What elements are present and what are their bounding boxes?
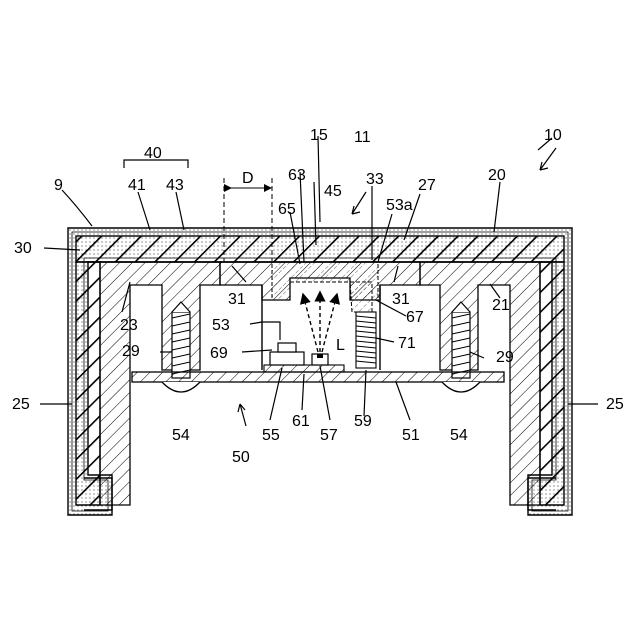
label-41: 41 <box>128 177 146 194</box>
label-57: 57 <box>320 427 338 444</box>
label-69: 69 <box>210 345 228 362</box>
label-29-right: 29 <box>496 349 514 366</box>
label-54-right: 54 <box>450 427 468 444</box>
label-55: 55 <box>262 427 280 444</box>
side-wall-left <box>76 262 100 505</box>
side-wall-right <box>540 262 564 505</box>
label-21: 21 <box>492 297 510 314</box>
label-l: L <box>336 337 345 354</box>
label-29-left: 29 <box>122 343 140 360</box>
label-d: D <box>242 170 254 187</box>
component-55 <box>270 343 304 365</box>
label-63: 63 <box>288 167 306 184</box>
inner-frame-right <box>420 262 540 505</box>
label-10: 10 <box>544 127 562 144</box>
label-61: 61 <box>292 413 310 430</box>
label-65: 65 <box>278 201 296 218</box>
label-40: 40 <box>144 145 162 162</box>
label-59: 59 <box>354 413 372 430</box>
label-25-right: 25 <box>606 396 624 413</box>
label-31-right: 31 <box>392 291 410 308</box>
label-53: 53 <box>212 317 230 334</box>
screw-left <box>172 302 190 378</box>
screw-head-left <box>162 382 200 392</box>
label-9: 9 <box>54 177 63 194</box>
arrow-50 <box>238 404 246 426</box>
label-51: 51 <box>402 427 420 444</box>
led-57 <box>312 354 328 365</box>
spring-59 <box>356 312 376 368</box>
board-51 <box>132 372 504 382</box>
label-54-left: 54 <box>172 427 190 444</box>
label-45: 45 <box>324 183 342 200</box>
label-53a: 53a <box>386 197 413 214</box>
arrow-10 <box>540 148 556 170</box>
screw-right <box>452 302 470 378</box>
label-27: 27 <box>418 177 436 194</box>
inner-frame-left <box>100 262 220 505</box>
top-layer-30 <box>76 236 564 262</box>
label-25-left: 25 <box>12 396 30 413</box>
base-61 <box>264 365 344 372</box>
label-15: 15 <box>310 127 328 144</box>
arrow-11 <box>352 192 366 214</box>
light-guide-67 <box>350 282 372 312</box>
label-50: 50 <box>232 449 250 466</box>
screw-head-right <box>442 382 480 392</box>
light-rays <box>304 296 336 352</box>
step-69 <box>262 322 280 340</box>
label-67: 67 <box>406 309 424 326</box>
label-30: 30 <box>14 240 32 257</box>
label-23: 23 <box>120 317 138 334</box>
label-20: 20 <box>488 167 506 184</box>
label-43: 43 <box>166 177 184 194</box>
label-33: 33 <box>366 171 384 188</box>
label-31-left: 31 <box>228 291 246 308</box>
label-71: 71 <box>398 335 416 352</box>
label-11: 11 <box>354 129 371 146</box>
